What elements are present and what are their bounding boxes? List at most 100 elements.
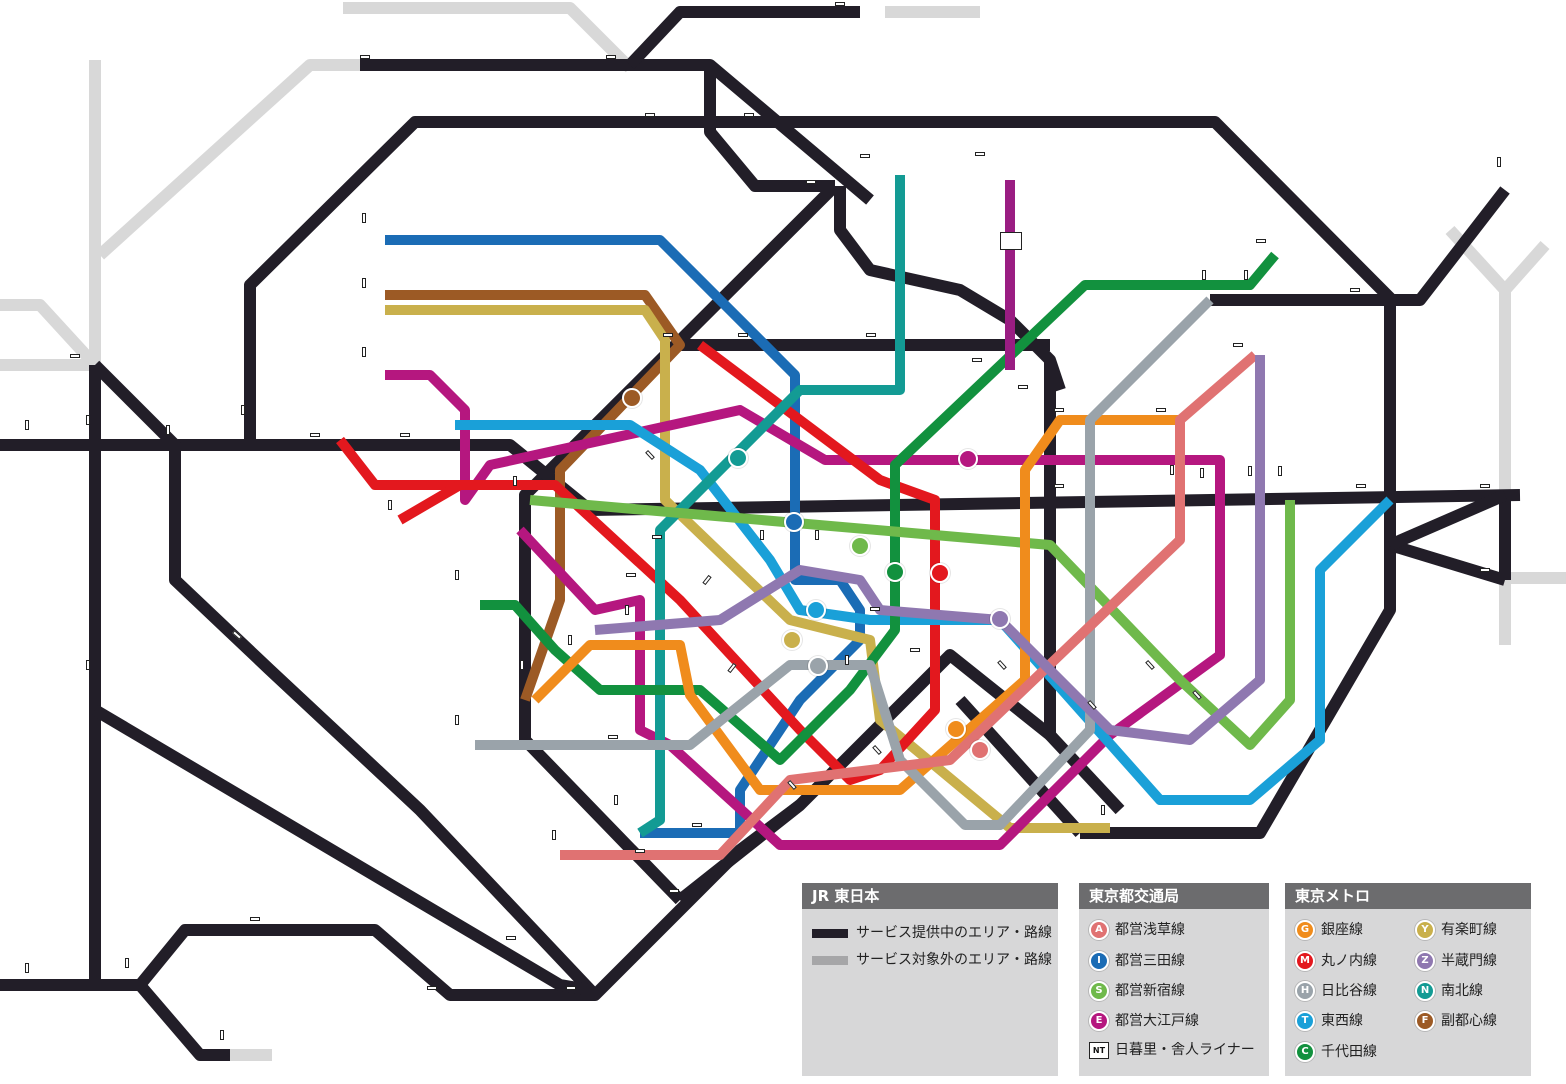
station-kitasenju[interactable] [1202,270,1206,280]
station-kinshicho[interactable] [1248,466,1252,476]
tozai-line-icon: T [1295,1011,1315,1031]
station-asakusa[interactable] [1156,408,1166,412]
badge-N-icon [728,448,748,468]
station-ichigaya[interactable] [652,535,662,539]
station-kudanshita[interactable] [760,530,764,540]
station-musashikosugi[interactable] [506,936,516,940]
badge-H-icon [808,656,828,676]
station-kitaayase[interactable] [1256,239,1266,243]
station-asakusabashi[interactable] [1170,465,1174,475]
station-gotanda[interactable] [635,849,645,853]
legend-item-shinjuku-label: 都営新宿線 [1115,983,1185,999]
station-nippori[interactable] [1018,385,1028,389]
station-ueno[interactable] [1054,408,1064,412]
legend-item-marunouchi-label: 丸ノ内線 [1321,953,1377,969]
station-oshiage[interactable] [1233,343,1243,347]
station-hikarigaoka[interactable] [362,347,366,357]
station-tokyo[interactable] [910,648,920,652]
station-hachioji[interactable] [86,415,90,425]
badge-C-icon [885,562,905,582]
station-ofuna[interactable] [125,958,129,968]
out-kawagoe-west [95,59,360,260]
station-toride[interactable] [1497,157,1501,167]
station-tachikawa[interactable] [166,425,170,435]
station-roppongi[interactable] [608,735,618,739]
station-ogikubo[interactable] [310,433,320,437]
station-kawagoe[interactable] [360,55,370,59]
legend-jr-out-of-service-label: サービス対象外のエリア・路線 [856,952,1052,968]
station-komagome[interactable] [866,333,876,337]
station-mita[interactable] [692,823,702,827]
station-ikebukuro[interactable] [663,333,673,337]
station-shinkiba[interactable] [1101,805,1105,815]
line-ginza [531,415,1180,795]
station-nishinippori[interactable] [972,358,982,362]
station-otemachi[interactable] [870,607,880,611]
badge-M-icon [930,563,950,583]
station-akihabara[interactable] [1054,484,1064,488]
station-hashimoto[interactable] [86,660,90,670]
station-wakoshi[interactable] [362,278,366,288]
out-kawagoe-north [343,2,635,73]
station-ayase[interactable] [1244,270,1248,280]
station-nishitakashimadaira[interactable] [362,213,366,223]
station-nakameguro[interactable] [455,715,459,725]
station-hiratsuka[interactable] [25,963,29,973]
station-jimbocho[interactable] [815,530,819,540]
station-yokohama[interactable] [250,917,260,921]
station-nishikokubunji[interactable] [241,405,245,415]
station-motoyawata[interactable] [1278,466,1282,476]
station-shinagawa[interactable] [669,889,679,893]
jr-musashino [244,116,1396,839]
legend-item-namboku-label: 南北線 [1441,983,1483,999]
station-takao[interactable] [25,420,29,430]
station-kawasaki[interactable] [566,986,576,990]
station-tsurumi[interactable] [427,986,437,990]
station-musashiurawa[interactable] [645,113,655,117]
station-shibuya[interactable] [520,660,524,670]
badge-T-icon [806,600,826,620]
station-nishifunabashi[interactable] [1356,484,1366,488]
line-marunouchi-honancho [397,480,463,525]
station-akabane[interactable] [806,180,816,184]
station-omotesando[interactable] [568,635,572,645]
station-shinmatsudo[interactable] [1350,288,1360,292]
station-zushi[interactable] [220,1030,224,1040]
station-aoyamaitchome[interactable] [625,605,629,615]
station-meguro[interactable] [614,795,618,805]
legend-metro-title: 東京メトロ [1285,883,1531,909]
station-shinjuku[interactable] [513,476,517,486]
station-sugamo[interactable] [738,333,748,337]
station-minumadai[interactable] [975,152,985,156]
jr-tokaido [0,800,804,1001]
station-akabaneiwabuchi[interactable] [860,154,870,158]
station-honancho[interactable] [388,500,392,510]
legend-jr-title: JR 東日本 [802,883,1058,909]
jr-keihin-north [834,186,1066,392]
station-hibiya[interactable] [845,655,849,665]
station-haijima[interactable] [70,354,80,358]
station-hasuda[interactable] [835,2,845,6]
line-hanzomon [594,355,1265,745]
station-ryogoku[interactable] [1200,468,1204,478]
station-yotsuya[interactable] [626,573,636,577]
station-omiya[interactable] [606,55,616,59]
station-soga[interactable] [1480,568,1490,572]
station-yoyogiuehara[interactable] [455,570,459,580]
chiyoda-line-icon: C [1295,1042,1315,1062]
jr-nambu [90,360,600,1000]
station-nakano[interactable] [400,433,410,437]
line-asakusa [560,470,1185,860]
station-nishimagome[interactable] [552,830,556,840]
legend-jr-in-service-label: サービス提供中のエリア・路線 [856,925,1052,941]
station-minamiurawa[interactable] [744,113,754,117]
station-chiba[interactable] [1480,484,1490,488]
